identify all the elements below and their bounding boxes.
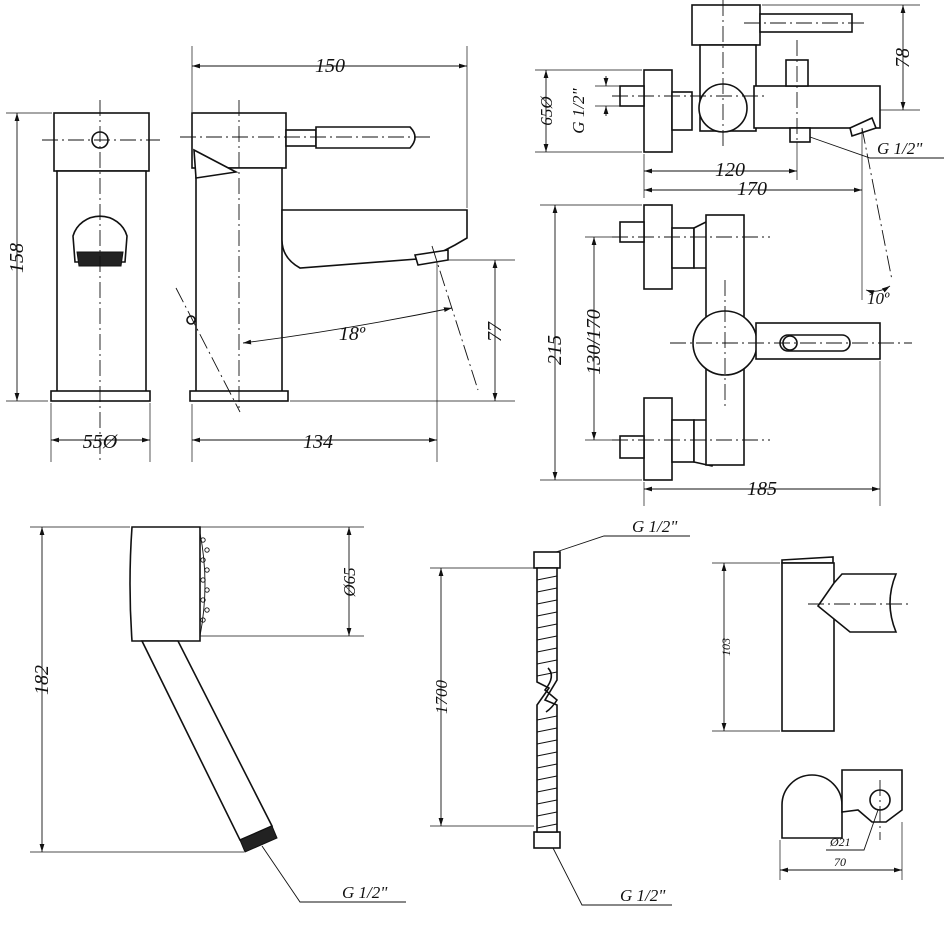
centers-label: 130/170 [583, 309, 605, 375]
side-body [195, 167, 283, 393]
tilt-centerline [175, 287, 241, 413]
hose-bottom-thread-leader [552, 847, 672, 906]
basin-mixer-side-view: 150 134 77 18º [175, 46, 515, 462]
hose-length-label: 1700 [432, 680, 451, 715]
outlet-thread-label: G 1/2" [877, 139, 923, 158]
inlet-nut-top [671, 91, 693, 131]
spout-span-label: 120 [715, 159, 745, 181]
holder-wall-plate [781, 562, 835, 732]
inlet-thread-label: G 1/2" [569, 87, 588, 133]
wall-flange-top [643, 69, 673, 153]
lift-rod-icon [186, 315, 196, 325]
top-handle-body [691, 4, 761, 46]
outlet-thread-leader [809, 136, 944, 159]
bath-angle-arc [865, 285, 891, 295]
spout-flow-centerline [431, 245, 479, 391]
top-height-label: 78 [892, 48, 914, 68]
holder-bore-label: Ø21 [829, 835, 851, 849]
lower-inlet-nut [671, 419, 695, 463]
lever-stem [285, 129, 317, 147]
total-span-label: 170 [737, 178, 767, 200]
shower-thread-leader [261, 845, 406, 903]
shower-hose: 1700 G 1/2" G 1/2" [430, 517, 690, 906]
bath-mixer-front-view: 215 130/170 185 [540, 204, 912, 506]
basin-angle-arc [242, 307, 453, 345]
holder-bore-leader [826, 809, 879, 851]
upper-inlet-nut [671, 227, 695, 269]
shower-thread-icon [239, 825, 278, 853]
hose-top-thread-label: G 1/2" [632, 517, 678, 536]
top-spout-body [753, 85, 881, 129]
hose-bottom-nut [533, 831, 561, 849]
shower-handle [140, 640, 274, 842]
spray-nozzles-icon [200, 537, 210, 623]
bath-width-label: 185 [747, 478, 777, 500]
lower-wall-flange [643, 397, 673, 481]
hose-body [536, 567, 558, 833]
front-body [56, 170, 147, 393]
shower-outlet [789, 127, 811, 143]
holder-height-label: 103 [719, 638, 733, 656]
side-cartridge [193, 148, 239, 179]
shower-holder: 103 70 Ø21 [712, 556, 912, 880]
shower-face [199, 532, 206, 637]
basin-angle-label: 18º [339, 323, 366, 345]
lever-handle [315, 126, 416, 149]
upper-wall-flange [643, 204, 673, 290]
holder-depth-label: 70 [834, 855, 846, 869]
hose-top-thread-leader [555, 535, 690, 553]
upper-inlet-fitting [619, 221, 645, 243]
shower-thread-label: G 1/2" [342, 883, 388, 902]
bath-height-label: 215 [544, 335, 566, 365]
hose-break-icon [543, 667, 559, 713]
hose-bottom-thread-label: G 1/2" [620, 886, 666, 905]
hand-shower: 182 Ø65 G 1/2" [30, 526, 406, 903]
basin-width-label: 150 [315, 55, 345, 77]
holder-top-disc [781, 774, 843, 839]
holder-cradle-side [816, 573, 898, 633]
basin-mixer-front-view: 158 55Ø [6, 100, 160, 462]
shower-length-label: 182 [31, 665, 53, 695]
hose-coil-icon [536, 575, 558, 829]
bath-mixer-top-view: 78 65Ø G 1/2" 120 170 G 1/2" 10º [535, 0, 944, 308]
hose-top-nut [533, 551, 561, 569]
shower-head [129, 526, 201, 642]
inlet-diameter-label: 65Ø [537, 96, 556, 126]
basin-height-label: 158 [6, 243, 28, 273]
lower-inlet-fitting [619, 435, 645, 459]
spout-aerator-top [849, 116, 878, 138]
spout-height-label: 77 [484, 321, 506, 342]
holder-top-cap [781, 556, 834, 564]
shower-head-diameter-label: Ø65 [340, 567, 359, 597]
base-diameter-label: 55Ø [83, 431, 119, 453]
front-base-plate [50, 390, 151, 402]
basin-depth-label: 134 [303, 431, 333, 453]
bath-angle-label: 10º [867, 289, 890, 308]
